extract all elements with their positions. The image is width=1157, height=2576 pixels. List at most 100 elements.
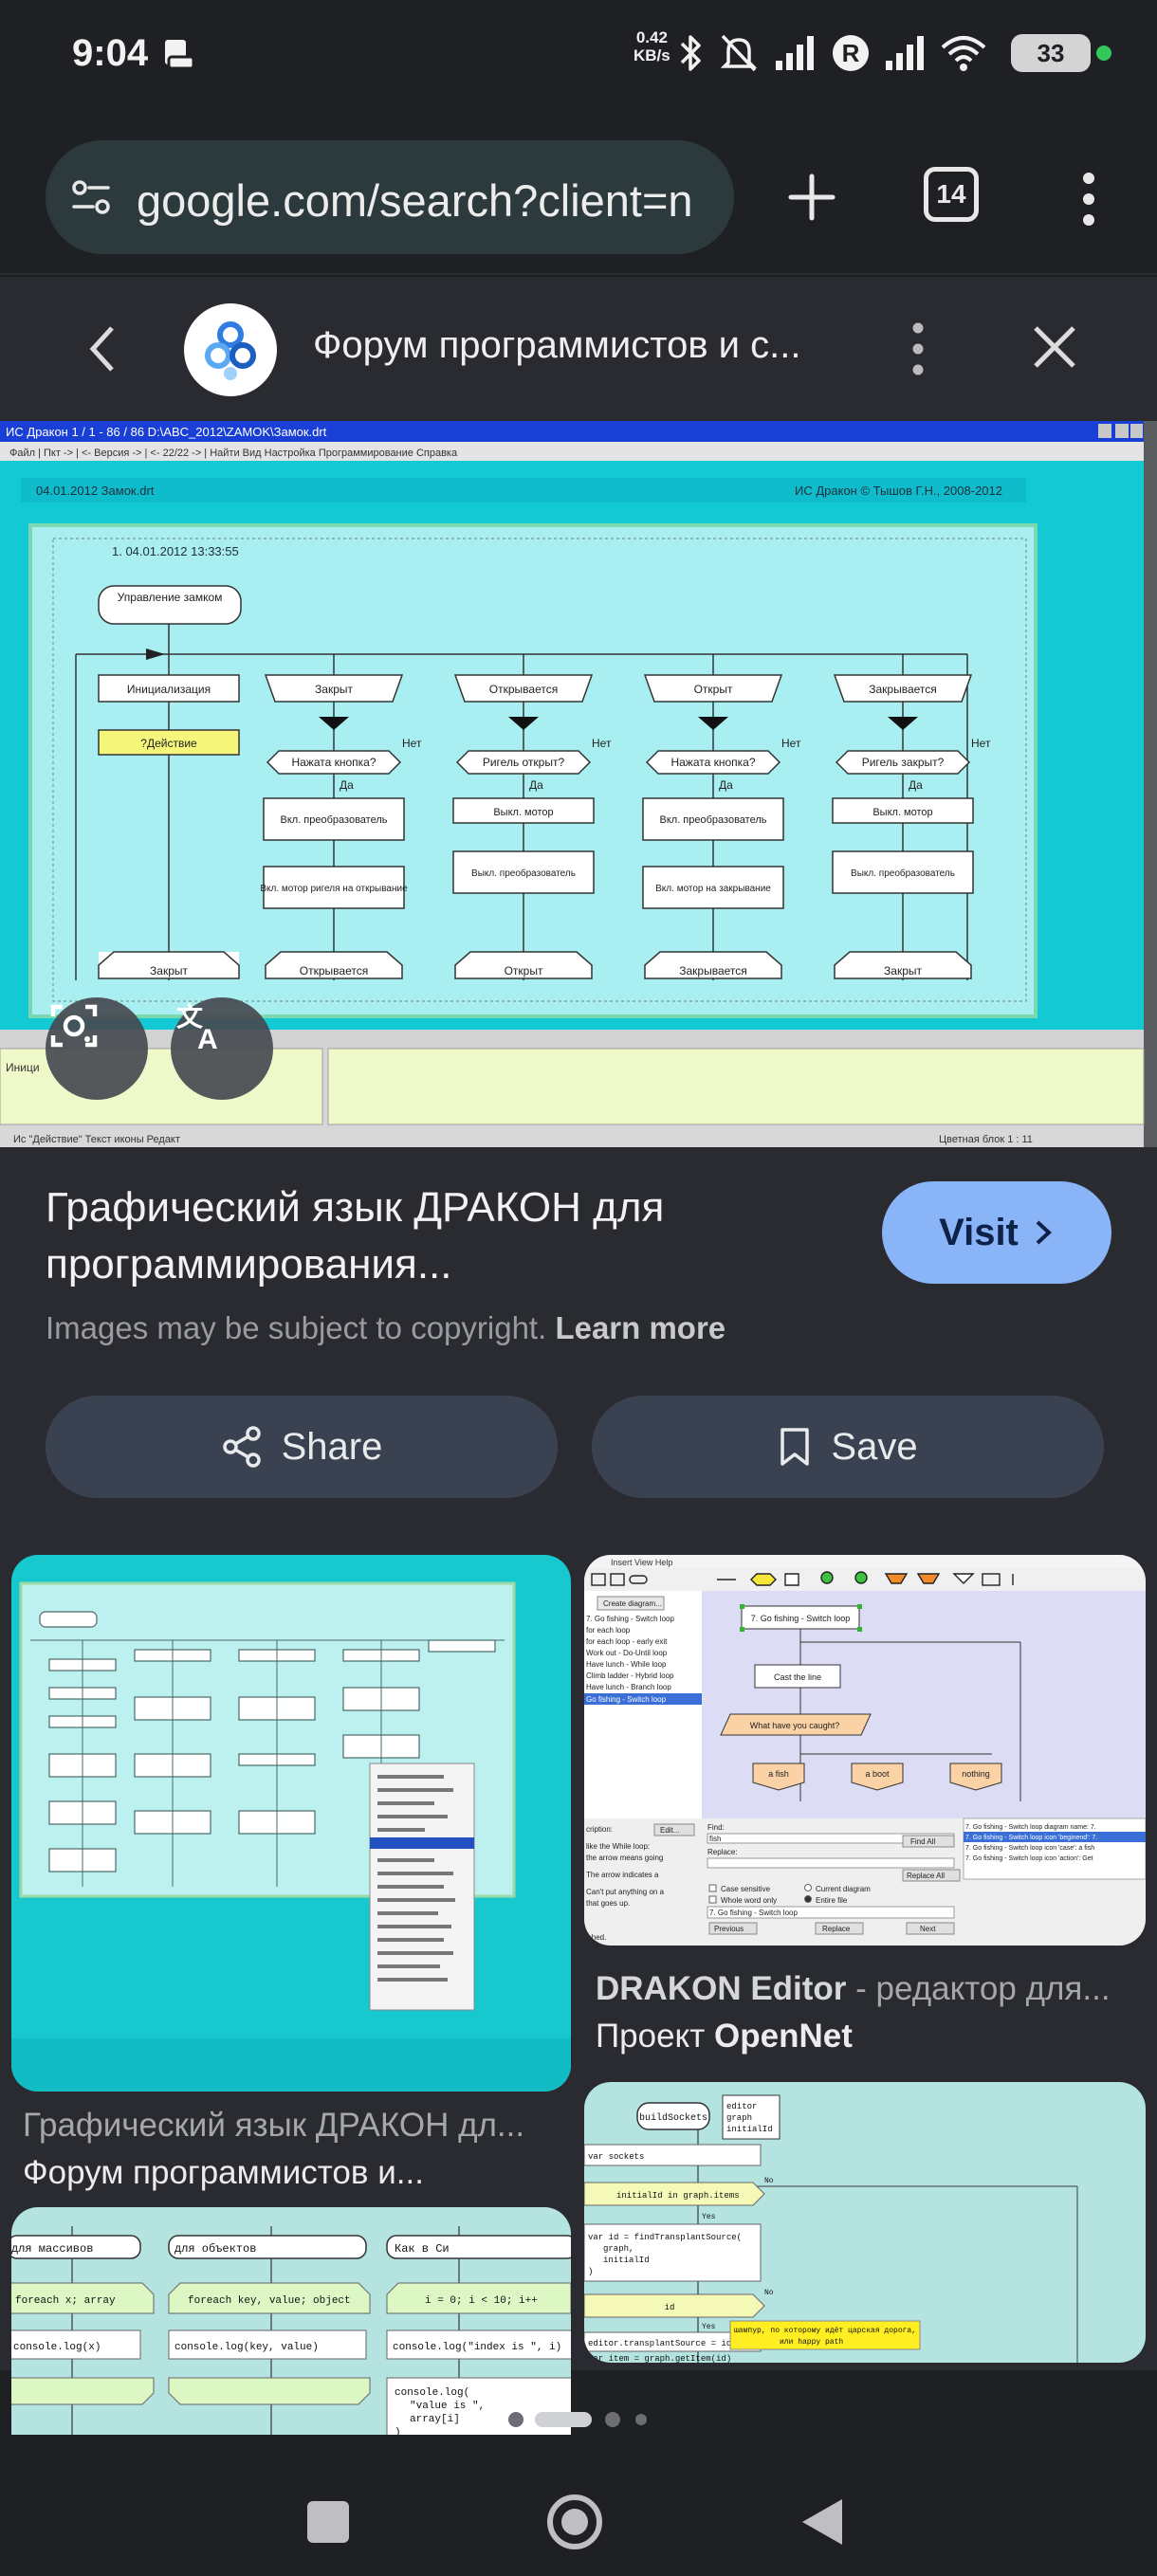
thumb4-note: шампур, по которому идёт царская дорога, [734,2327,916,2335]
visit-label: Visit [939,1211,1019,1253]
thumb2-edit: Edit... [660,1826,679,1835]
related-title-2[interactable]: DRAKON Editor - редактор для... [596,1970,1136,2008]
wifi-icon [941,36,986,71]
related-image-4[interactable]: buildSockets editor graph initialId var … [584,2082,1146,2363]
roaming-icon: R [833,35,869,71]
thumb2-result: 7. Go fishing - Switch loop icon 'action… [965,1855,1093,1862]
more-options-icon[interactable] [899,315,937,383]
lens-search-button[interactable] [46,997,148,1100]
thumb4-id: id [665,2303,675,2312]
related-source-1[interactable]: Форум программистов и... [23,2154,424,2191]
status-icons: R [679,28,986,78]
thumb4-image: buildSockets editor graph initialId var … [584,2082,1146,2363]
question-block: Нажата кнопка? [291,756,376,769]
thumb4-note: или happy path [780,2338,843,2347]
thumb2-entire: Entire file [816,1896,848,1905]
thumb1-image [11,1555,571,2092]
back-button[interactable] [802,2499,842,2545]
result-title[interactable]: Графический язык ДРАКОН для программиров… [46,1184,665,1288]
thumb2-cast: Cast the line [774,1672,821,1682]
column-header: Открыт [694,683,733,696]
thumb4-code: initialId [603,2256,650,2265]
translate-button[interactable]: 文 A [171,997,273,1100]
thumb4-code: ) [588,2267,593,2276]
close-icon[interactable] [1026,319,1083,375]
bottom-block: Открывается [300,964,368,977]
visit-button[interactable]: Visit [882,1181,1111,1284]
share-button[interactable]: Share [46,1396,558,1498]
page-indicator [508,2412,647,2427]
no-label: Нет [592,737,612,750]
tab-switcher-button[interactable]: 14 [924,167,979,222]
copyright-text: Images may be subject to copyright. [46,1310,547,1345]
learn-more-link[interactable]: Learn more [555,1310,726,1345]
action-block: Выкл. мотор [872,807,932,818]
network-speed-value: 0.42 [635,28,668,46]
thumb2-find-value: fish [709,1835,721,1843]
url-text[interactable]: google.com/search?client=n [137,175,693,226]
thumb4-code: graph, [603,2244,634,2254]
thumb2-menu: Insert View Help [611,1558,672,1567]
chevron-right-icon [1036,1220,1052,1245]
related-image-2[interactable]: Insert View Help Create diagram... 7. Go… [584,1555,1146,1946]
network-speed: 0.42 KB/s [634,28,670,64]
thumb2-question: What have you caught? [750,1721,840,1730]
recents-button[interactable] [307,2501,349,2543]
status-time: 9:04 [72,32,149,74]
thumb2-desc: Can't put anything on a [586,1888,665,1896]
thumb2-previous: Previous [714,1925,744,1933]
thumb3-col: Как в Си [395,2242,450,2256]
thumb2-find-all: Find All [910,1837,935,1846]
thumb2-option: a boot [865,1769,890,1779]
bottom-block: Открыт [505,964,543,977]
result-panel: Графический язык ДРАКОН для программиров… [0,1147,1157,2488]
no-label: Нет [402,737,422,750]
yes-label: Да [909,778,923,792]
init-block: Инициализация [127,683,211,696]
related-image-1[interactable] [11,1555,571,2092]
signal-icon [776,36,814,70]
status-left: Ис "Действие" Текст иконы Редакт [13,1134,180,1145]
related-title-1[interactable]: Графический язык ДРАКОН дл... [23,2107,525,2144]
thumb3-loop: foreach key, value; object [188,2295,351,2307]
thumb2-desc: The arrow indicates a [586,1871,659,1879]
site-settings-icon[interactable] [70,176,112,218]
thumb2-desc: like the While loop: [586,1842,650,1851]
thumb3-log: "value is ", [410,2401,485,2412]
svg-text:R: R [842,39,860,67]
bottom-block: Закрыт [150,964,188,977]
more-options-icon[interactable] [1070,165,1108,233]
title-block: Управление замком [118,591,223,604]
thumb2-result: 7. Go fishing - Switch loop diagram name… [965,1824,1096,1831]
thumb4-yes: Yes [702,2213,716,2221]
thumb4-param: initialId [726,2125,773,2134]
signal-icon [886,36,924,70]
site-title[interactable]: Форум программистов и с... [313,324,801,366]
save-button[interactable]: Save [592,1396,1104,1498]
thumb3-log: ) [395,2427,401,2439]
no-label: Нет [781,737,801,750]
address-bar[interactable]: google.com/search?client=n [46,140,734,254]
thumb2-list-item: Have lunch - Branch loop [586,1683,671,1691]
home-button[interactable] [547,2494,602,2549]
thumb2-image: Insert View Help Create diagram... 7. Go… [584,1555,1146,1946]
thumb2-list-item: 7. Go fishing - Switch loop [586,1615,674,1623]
related-source-2-prefix: Проект [596,2018,715,2055]
yes-label: Да [719,778,733,792]
new-tab-icon[interactable] [778,163,846,231]
related-source-2[interactable]: Проект OpenNet [596,2018,1136,2055]
thumb2-result-line: 7. Go fishing - Switch loop [709,1909,798,1917]
svg-text:文: 文 [176,1001,203,1032]
image-preview[interactable]: ИС Дракон 1 / 1 - 86 / 86 D:\ABC_2012\ZA… [0,421,1157,1147]
thumb2-current: Current diagram [816,1885,871,1893]
result-header: Форум программистов и с... [0,277,1157,421]
thumb4-loop: initialId in graph.items [616,2191,740,2201]
diagram-header: 1. 04.01.2012 13:33:55 [112,544,239,558]
thumb2-replace: Replace [822,1925,851,1933]
thumb3-loop: i = 0; i < 10; i++ [425,2295,538,2307]
share-label: Share [281,1425,383,1468]
chevron-left-icon[interactable] [82,322,123,375]
copyright-label: ИС Дракон © Тышов Г.Н., 2008-2012 [795,484,1002,498]
action-block: Выкл. преобразователь [851,868,955,879]
thumb3-log: console.log(x) [13,2342,101,2353]
